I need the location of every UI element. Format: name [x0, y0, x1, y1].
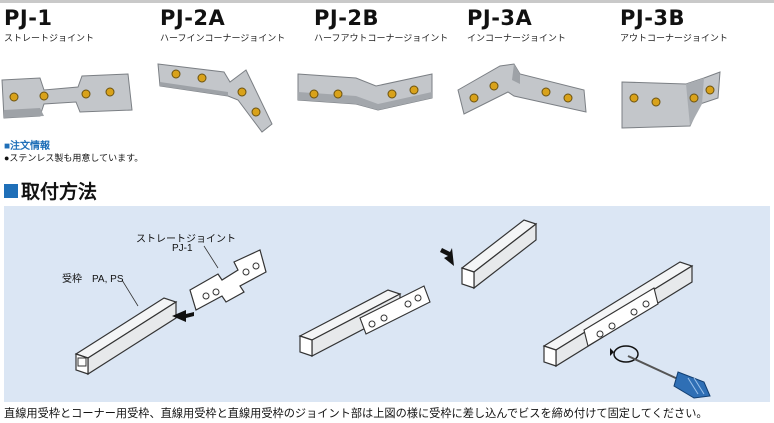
product-subtitle: ハーフインコーナージョイント: [160, 33, 286, 43]
rail-step2-lower: [298, 285, 431, 357]
order-info-title: ■注文情報: [4, 141, 51, 152]
frame-rail-step1: [74, 297, 178, 376]
installation-diagram: [74, 219, 711, 399]
section-title-text: 取付方法: [21, 182, 98, 203]
product-code: PJ-3A: [467, 6, 533, 30]
rail-step3-assembled: [542, 261, 694, 368]
product-code: PJ-2A: [160, 6, 226, 30]
product-subtitle: アウトコーナージョイント: [620, 33, 728, 43]
frame-label: 受枠 PA, PS: [62, 274, 124, 285]
product-code: PJ-2B: [314, 6, 380, 30]
product-subtitle: ストレートジョイント: [4, 33, 95, 43]
arrow-left-icon: [172, 310, 194, 322]
arrow-down-left-icon: [440, 248, 454, 266]
photo-pj-2b: [297, 73, 433, 111]
screwdriver-icon: [610, 345, 711, 399]
photo-pj-2a: [157, 63, 273, 133]
section-title: 取付方法: [4, 177, 97, 204]
product-subtitle: ハーフアウトコーナージョイント: [314, 33, 449, 43]
product-code: PJ-3B: [620, 6, 686, 30]
installation-diagram-panel: ストレートジョイント PJ-1 受枠 PA, PS: [4, 206, 770, 402]
leader-line-joint: [203, 245, 219, 269]
product-code: PJ-1: [4, 6, 53, 30]
rail-step2-upper: [460, 219, 538, 290]
product-pj-2a: PJ-2A ハーフインコーナージョイント: [160, 6, 310, 44]
product-pj-2b: PJ-2B ハーフアウトコーナージョイント: [314, 6, 464, 44]
photo-pj-3b: [621, 71, 721, 129]
photo-pj-3a: [457, 63, 587, 115]
product-pj-3b: PJ-3B アウトコーナージョイント: [620, 6, 770, 44]
product-pj-3a: PJ-3A インコーナージョイント: [467, 6, 617, 44]
joint-label: ストレートジョイント: [136, 234, 236, 245]
product-subtitle: インコーナージョイント: [467, 33, 566, 43]
section-marker: [4, 183, 18, 198]
joint-code-label: PJ-1: [172, 243, 193, 254]
order-info-note: ●ステンレス製も用意しています。: [4, 153, 144, 163]
joint-plate-step1: [189, 249, 267, 311]
product-pj-1: PJ-1 ストレートジョイント: [4, 6, 154, 44]
photo-pj-1: [1, 73, 133, 119]
top-rule: [0, 0, 774, 3]
leader-line-frame: [121, 279, 139, 307]
instruction-caption: 直線用受枠とコーナー用受枠、直線用受枠と直線用受枠のジョイント部は上図の様に受枠…: [4, 408, 708, 420]
